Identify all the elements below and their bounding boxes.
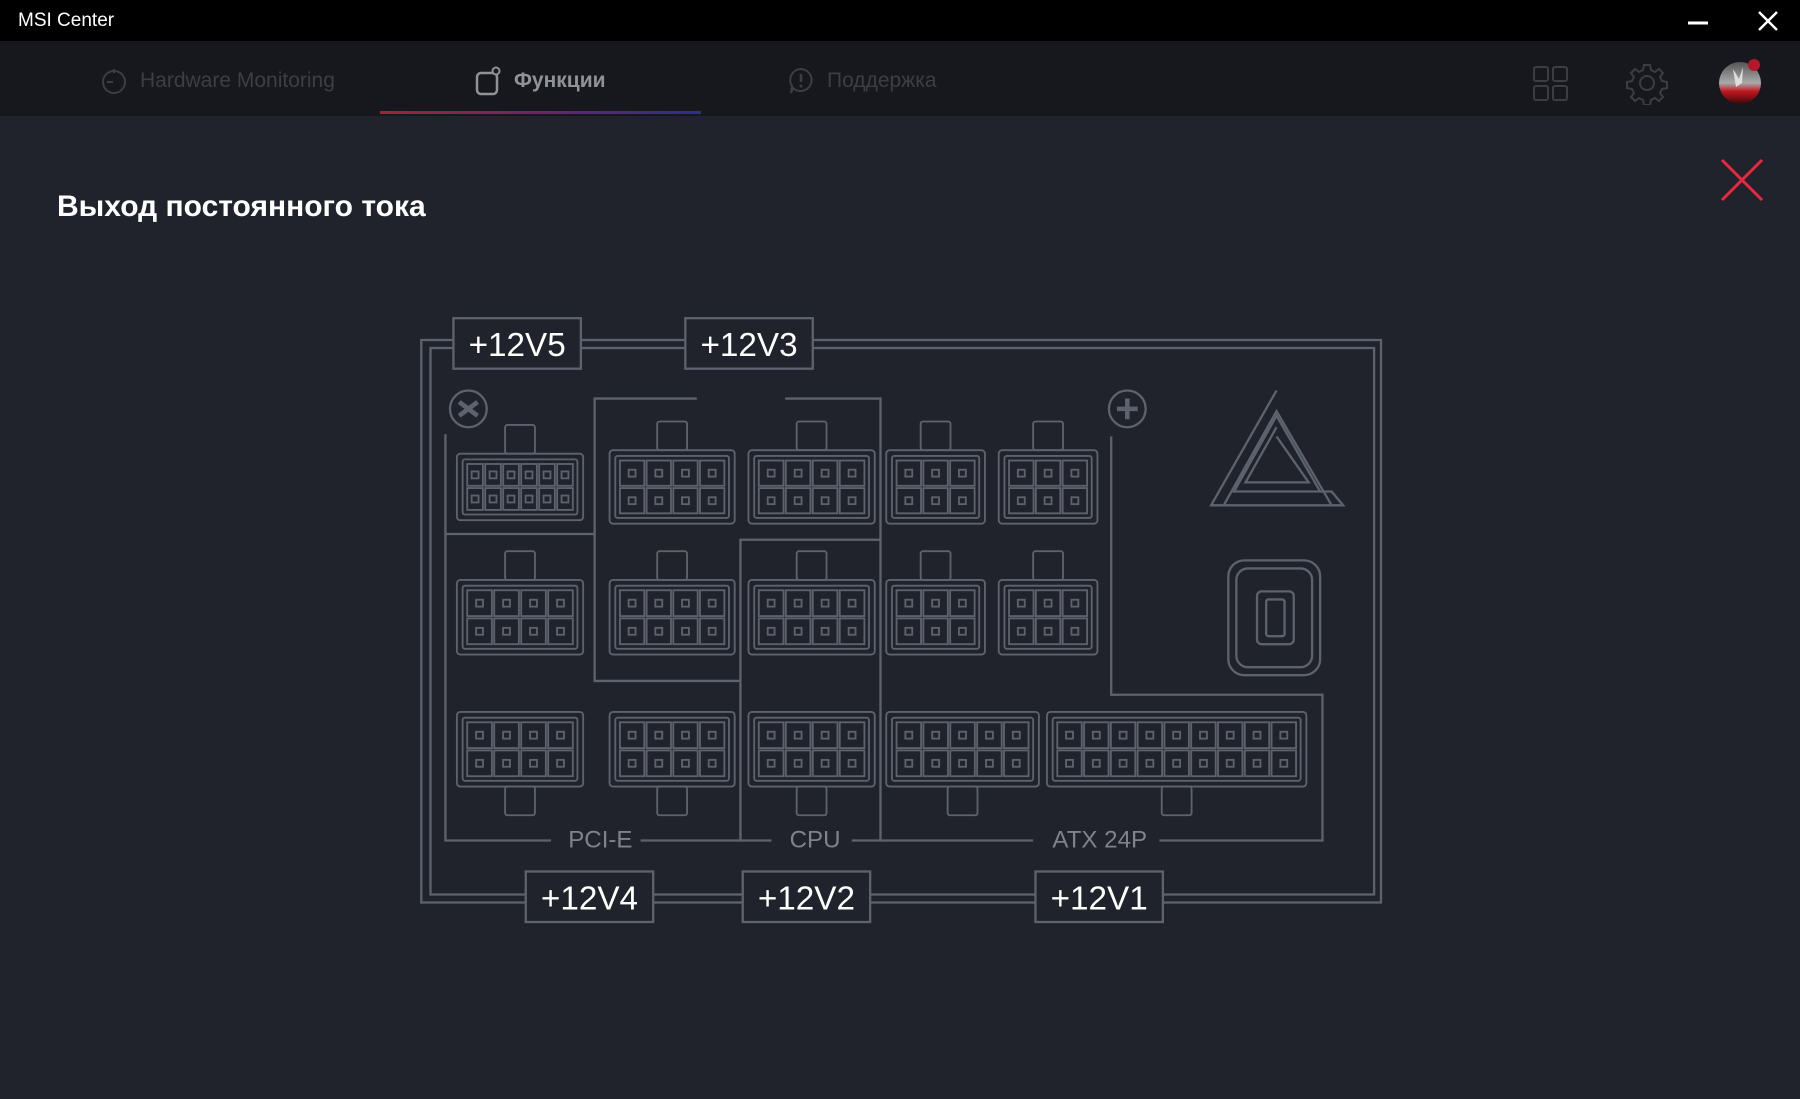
connector <box>747 550 876 656</box>
connector <box>885 420 986 525</box>
tab-label: Функции <box>514 69 606 92</box>
connector <box>608 420 736 525</box>
tab-functions[interactable]: Функции <box>474 61 606 101</box>
support-icon <box>789 67 813 94</box>
connector <box>885 711 1040 817</box>
minimize-button[interactable] <box>1680 6 1716 36</box>
rail-label-v2: +12V2 <box>741 870 872 924</box>
screw-icon <box>448 389 488 429</box>
rail-label-text: +12V2 <box>758 880 855 917</box>
screw-plus-icon <box>1107 389 1147 429</box>
msi-logo-icon <box>1209 389 1346 507</box>
close-window-button[interactable] <box>1750 6 1786 36</box>
rail-label-v3: +12V3 <box>684 317 814 370</box>
tab-hardware-monitoring[interactable]: Hardware Monitoring <box>100 61 335 101</box>
timer-icon <box>102 69 126 94</box>
connector <box>455 711 585 817</box>
active-tab-indicator <box>380 111 701 114</box>
grid-icon <box>1533 66 1568 101</box>
close-icon <box>1720 158 1764 202</box>
rail-label-text: +12V3 <box>700 327 797 364</box>
group-label-atx: ATX 24P <box>1052 826 1147 853</box>
diagram-line <box>444 434 552 842</box>
connector <box>1046 711 1308 817</box>
connector <box>885 550 986 656</box>
notification-dot <box>1748 59 1760 71</box>
features-icon <box>475 66 501 96</box>
diagram-line <box>739 538 881 842</box>
group-label-cpu: CPU <box>790 826 841 853</box>
connector <box>747 711 876 817</box>
diagram-line <box>420 338 1383 904</box>
connector <box>455 550 585 656</box>
connector <box>455 424 585 522</box>
close-panel-button[interactable] <box>1718 156 1766 204</box>
page-title: Выход постоянного тока <box>57 190 426 223</box>
tab-label: Поддержка <box>827 69 937 92</box>
rail-label-v1: +12V1 <box>1034 870 1165 924</box>
app-title: MSI Center <box>18 10 115 31</box>
rail-label-v5: +12V5 <box>452 317 583 370</box>
diagram-line <box>1110 436 1324 842</box>
user-avatar[interactable] <box>1718 57 1766 105</box>
rail-label-text: +12V1 <box>1051 880 1148 917</box>
rail-label-text: +12V4 <box>541 880 638 917</box>
diagram-line <box>593 397 741 683</box>
tab-label: Hardware Monitoring <box>140 69 335 92</box>
diagram-line <box>429 346 1376 896</box>
rail-label-text: +12V5 <box>469 327 566 364</box>
connector <box>608 711 736 817</box>
connector <box>608 550 736 656</box>
rail-label-v4: +12V4 <box>524 870 655 924</box>
connector <box>997 550 1099 656</box>
title-bar: MSI Center <box>0 0 1800 41</box>
group-label-pcie: PCI-E <box>568 826 632 853</box>
tab-bar: Hardware Monitoring Функции Поддержка <box>0 41 1800 116</box>
settings-button[interactable] <box>1625 61 1669 106</box>
diagram-line <box>785 397 882 842</box>
connector <box>997 420 1099 525</box>
tab-support[interactable]: Поддержка <box>787 61 937 101</box>
connector <box>747 420 876 525</box>
apps-grid-button[interactable] <box>1530 61 1574 105</box>
usb-port-icon <box>1227 559 1322 677</box>
